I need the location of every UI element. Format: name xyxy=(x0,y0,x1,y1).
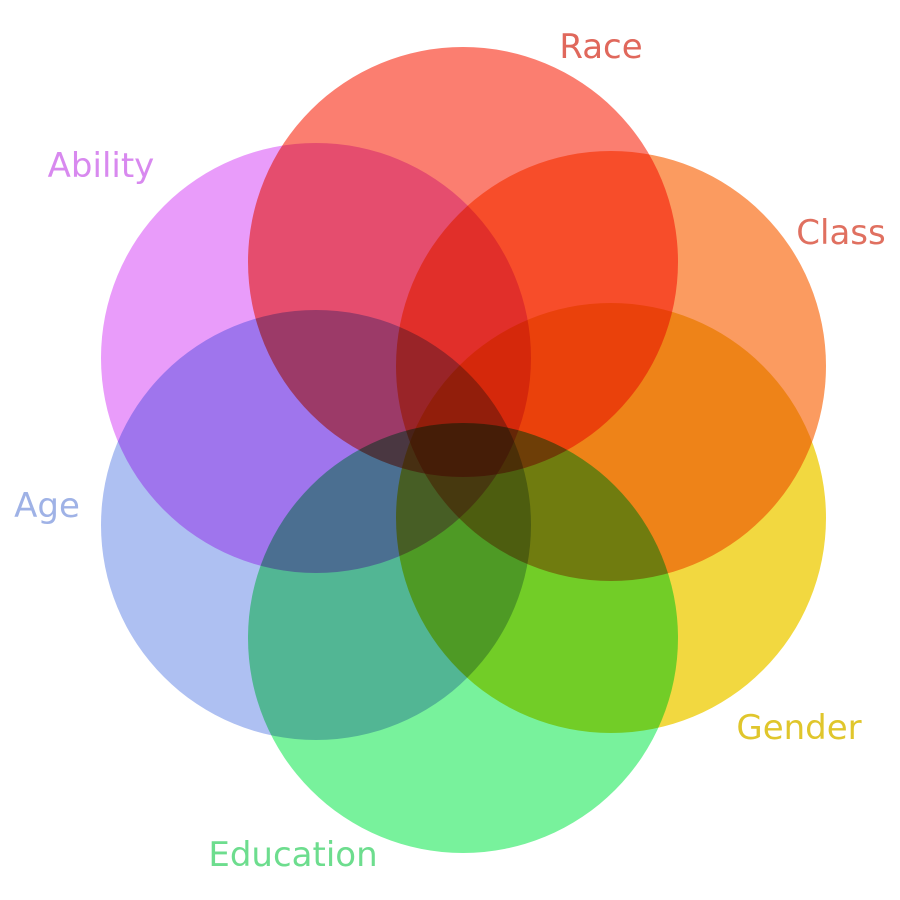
race-label: Race xyxy=(559,27,642,67)
venn-labels: Race Class Gender Education Age Ability xyxy=(14,27,886,875)
age-label: Age xyxy=(14,486,80,526)
ability-circle xyxy=(101,143,531,573)
ability-label: Ability xyxy=(48,146,155,186)
gender-label: Gender xyxy=(736,708,861,748)
class-label: Class xyxy=(796,213,885,253)
education-label: Education xyxy=(208,835,377,875)
venn-circles xyxy=(101,47,826,853)
